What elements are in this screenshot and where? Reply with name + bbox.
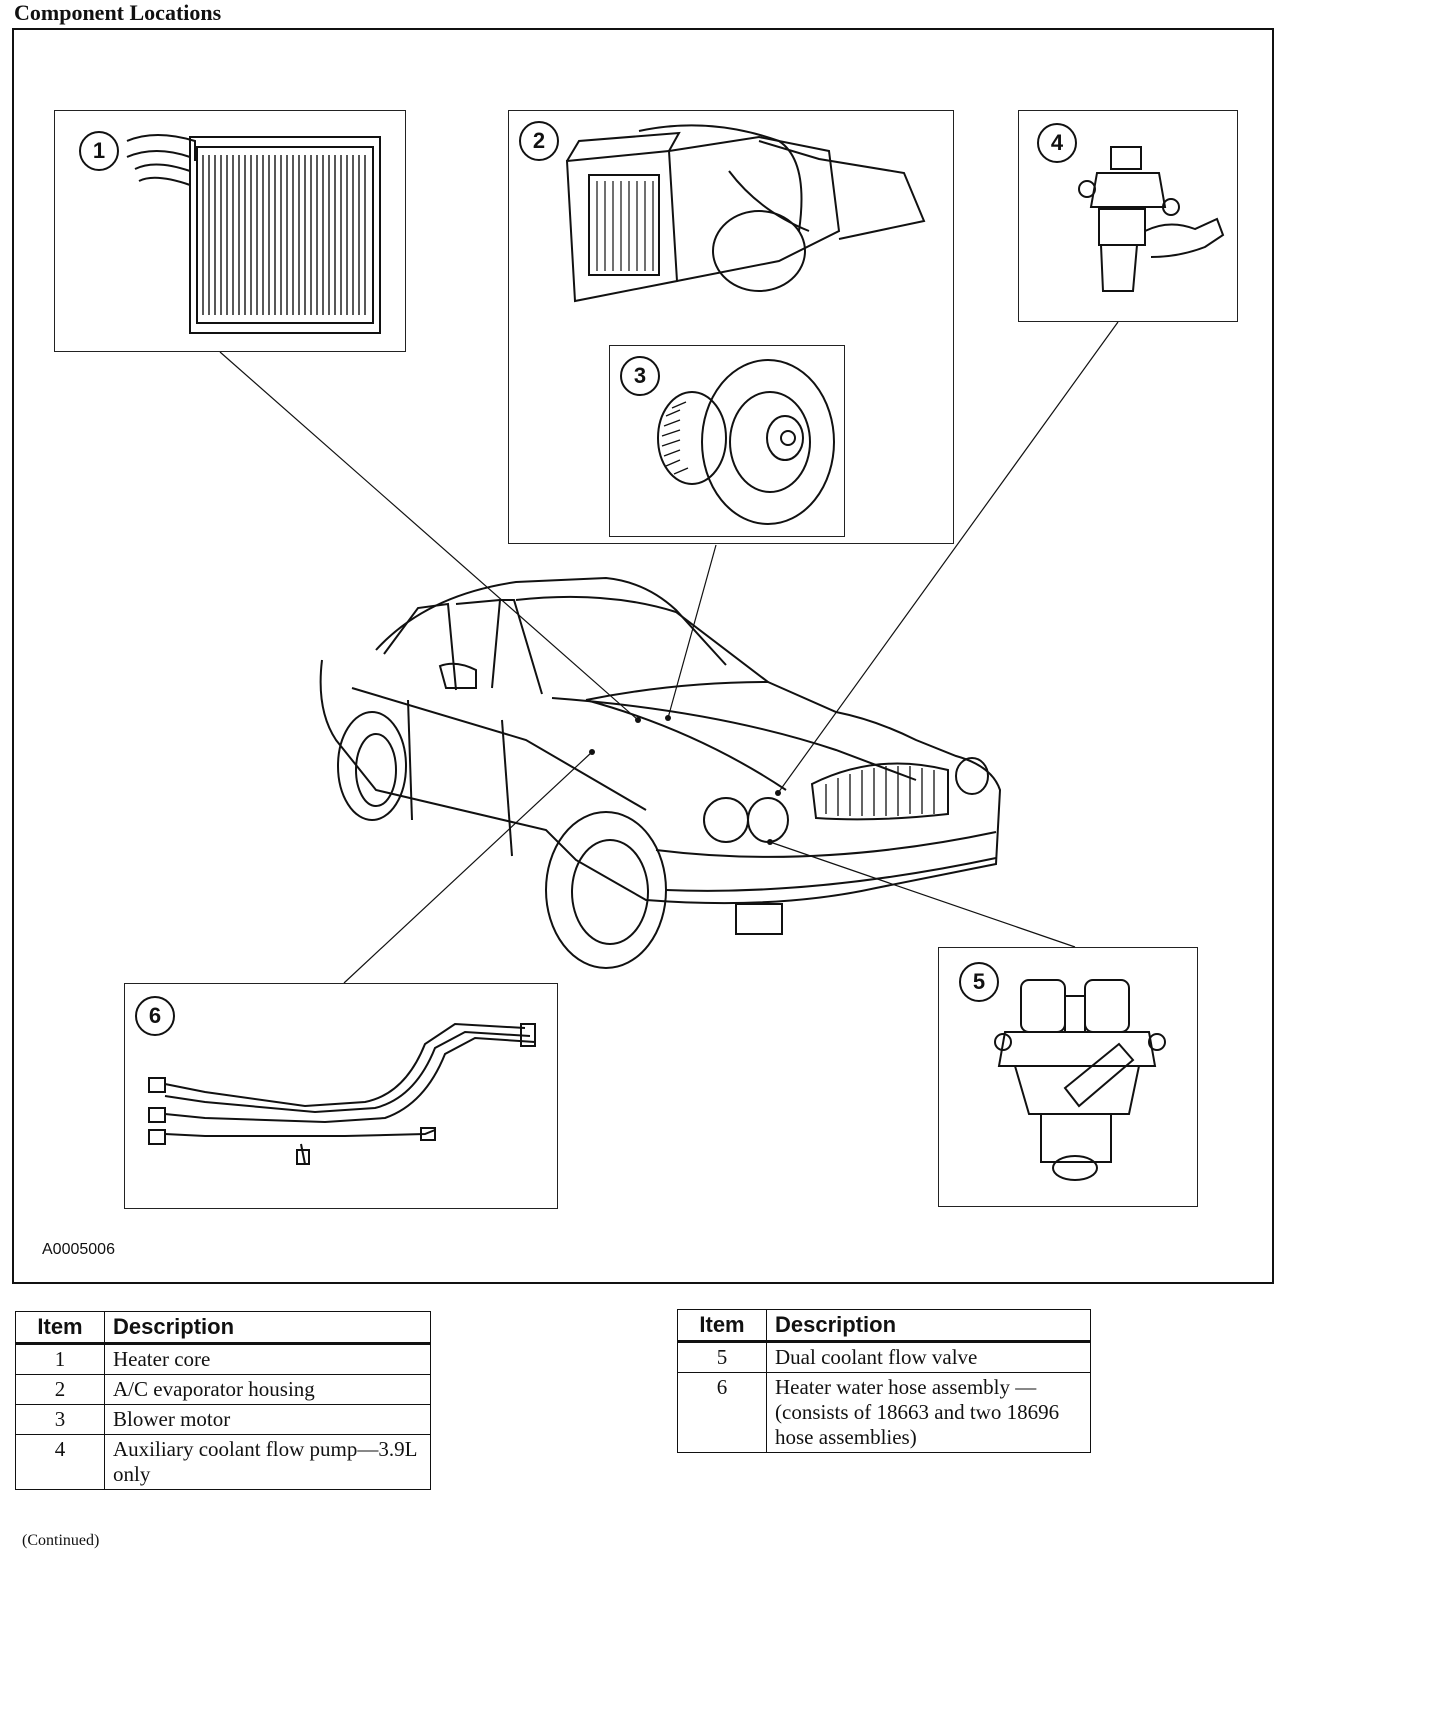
item-number: 5: [677, 1341, 767, 1373]
items-table-left: Item Description 1 Heater core 2 A/C eva…: [15, 1311, 431, 1490]
item-description: Heater core: [104, 1343, 431, 1375]
header-item: Item: [15, 1311, 105, 1344]
item-description: Blower motor: [104, 1404, 431, 1435]
callout-1: 1: [79, 131, 119, 171]
inset-auxiliary-pump: 4: [1018, 110, 1238, 322]
item-number: 6: [677, 1372, 767, 1453]
diagram-frame: [12, 28, 1274, 1284]
figure-id: A0005006: [42, 1241, 115, 1258]
page-title: Component Locations: [14, 0, 222, 25]
inset-heater-core: 1: [54, 110, 406, 352]
heater-hose-illustration: [148, 1022, 536, 1165]
table-row: 1 Heater core: [15, 1343, 431, 1375]
continued-note: (Continued): [22, 1532, 100, 1549]
vehicle-illustration: [319, 576, 1002, 969]
auxiliary-pump-illustration: [1078, 146, 1225, 292]
items-table-right: Item Description 5 Dual coolant flow val…: [677, 1309, 1091, 1453]
item-description: A/C evaporator housing: [104, 1374, 431, 1405]
item-number: 3: [15, 1404, 105, 1435]
blower-motor-illustration: [657, 359, 835, 525]
header-description: Description: [104, 1311, 431, 1344]
inset-heater-hose-assembly: 6: [124, 983, 558, 1209]
dual-coolant-valve-illustration: [994, 979, 1166, 1181]
item-number: 2: [15, 1374, 105, 1405]
callout-6: 6: [135, 996, 175, 1036]
header-item: Item: [677, 1309, 767, 1342]
item-description: Auxiliary coolant flow pump—3.9L only: [104, 1434, 431, 1490]
item-description: Dual coolant flow valve: [766, 1341, 1091, 1373]
table-row: 5 Dual coolant flow valve: [677, 1341, 1091, 1373]
evaporator-housing-illustration: [565, 124, 926, 303]
table-row: 3 Blower motor: [15, 1404, 431, 1435]
inset-dual-coolant-valve: 5: [938, 947, 1198, 1207]
callout-4: 4: [1037, 123, 1077, 163]
header-description: Description: [766, 1309, 1091, 1342]
inset-evaporator-housing: 2 3: [508, 110, 954, 544]
item-number: 4: [15, 1434, 105, 1490]
item-description: Heater water hose assembly — (consists o…: [766, 1372, 1091, 1453]
heater-core-illustration: [126, 134, 381, 334]
callout-2: 2: [519, 121, 559, 161]
callout-3: 3: [620, 356, 660, 396]
table-row: 6 Heater water hose assembly — (consists…: [677, 1372, 1091, 1453]
table-row: 2 A/C evaporator housing: [15, 1374, 431, 1405]
table-row: 4 Auxiliary coolant flow pump—3.9L only: [15, 1434, 431, 1490]
item-number: 1: [15, 1343, 105, 1375]
leader-lines: [219, 299, 1119, 984]
inset-blower-motor: 3: [609, 345, 845, 537]
callout-5: 5: [959, 962, 999, 1002]
